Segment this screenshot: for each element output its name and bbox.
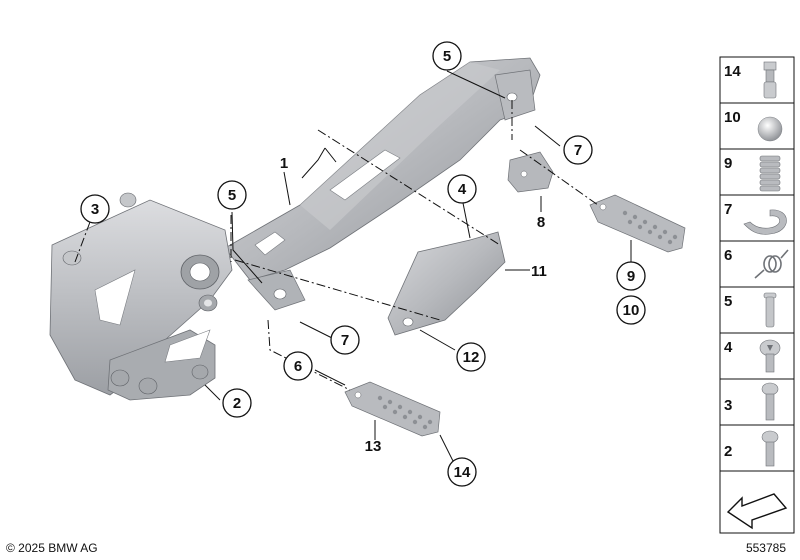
svg-text:10: 10 <box>724 109 741 126</box>
svg-text:2: 2 <box>233 395 241 412</box>
svg-text:7: 7 <box>341 332 349 349</box>
callout-5-upper: 5 <box>432 41 462 71</box>
legend-item-2: 2 <box>719 424 795 472</box>
torx-screw-icon <box>759 339 781 373</box>
callout-14: 14 <box>447 457 477 487</box>
callout-11: 11 <box>531 263 547 280</box>
callout-8: 8 <box>537 214 545 231</box>
pin-icon <box>763 292 777 328</box>
screw-icon <box>761 430 779 467</box>
svg-text:3: 3 <box>91 201 99 218</box>
legend-item-9: 9 <box>719 148 795 196</box>
arrow-icon <box>726 493 788 530</box>
parts-legend: 14 10 9 <box>719 56 795 534</box>
svg-text:7: 7 <box>724 201 732 218</box>
svg-text:5: 5 <box>228 187 236 204</box>
callout-7-upper: 7 <box>563 135 593 165</box>
svg-text:9: 9 <box>627 268 635 285</box>
legend-item-14: 14 <box>719 56 795 104</box>
diagram-id: 553785 <box>745 541 786 555</box>
legend-item-4: 4 <box>719 332 795 380</box>
torsion-spring-icon <box>754 249 789 279</box>
legend-item-3: 3 <box>719 378 795 426</box>
bolt-icon <box>763 61 777 99</box>
svg-text:5: 5 <box>724 293 732 310</box>
screw-icon <box>761 382 779 421</box>
circlip-icon <box>743 209 787 235</box>
svg-text:6: 6 <box>724 247 732 264</box>
svg-text:10: 10 <box>623 302 640 319</box>
svg-text:14: 14 <box>724 63 741 80</box>
ball-icon <box>757 116 783 142</box>
legend-item-5: 5 <box>719 286 795 334</box>
callout-7-lower: 7 <box>330 325 360 355</box>
callout-2: 2 <box>222 388 252 418</box>
svg-text:3: 3 <box>724 397 732 414</box>
callout-6: 6 <box>283 351 313 381</box>
main-bracket <box>49 57 541 401</box>
callout-10: 10 <box>616 295 646 325</box>
callout-13: 13 <box>365 438 382 455</box>
callout-1: 1 <box>280 155 288 172</box>
spring-icon <box>759 155 781 192</box>
svg-text:4: 4 <box>458 181 467 198</box>
legend-item-arrow <box>719 470 795 534</box>
heel-guard <box>387 231 506 336</box>
leader-lines <box>74 70 632 466</box>
svg-text:4: 4 <box>724 339 733 356</box>
copyright-text: © 2025 BMW AG <box>6 541 98 555</box>
callout-5-lower: 5 <box>217 180 247 210</box>
svg-text:12: 12 <box>463 349 480 366</box>
svg-text:7: 7 <box>574 142 582 159</box>
callout-4: 4 <box>447 174 477 204</box>
legend-item-10: 10 <box>719 102 795 150</box>
svg-text:14: 14 <box>454 464 471 481</box>
footrest-holder <box>507 151 554 193</box>
footpeg-upper <box>589 194 686 253</box>
legend-item-6: 6 <box>719 240 795 288</box>
footpeg-lower <box>344 381 441 437</box>
callouts: 5 7 1 8 4 3 5 11 9 10 7 <box>80 41 646 487</box>
callout-9: 9 <box>616 261 646 291</box>
svg-text:9: 9 <box>724 155 732 172</box>
legend-item-7: 7 <box>719 194 795 242</box>
callout-12: 12 <box>456 342 486 372</box>
svg-text:2: 2 <box>724 443 732 460</box>
svg-text:5: 5 <box>443 48 451 65</box>
callout-3: 3 <box>80 194 110 224</box>
svg-text:6: 6 <box>294 358 302 375</box>
